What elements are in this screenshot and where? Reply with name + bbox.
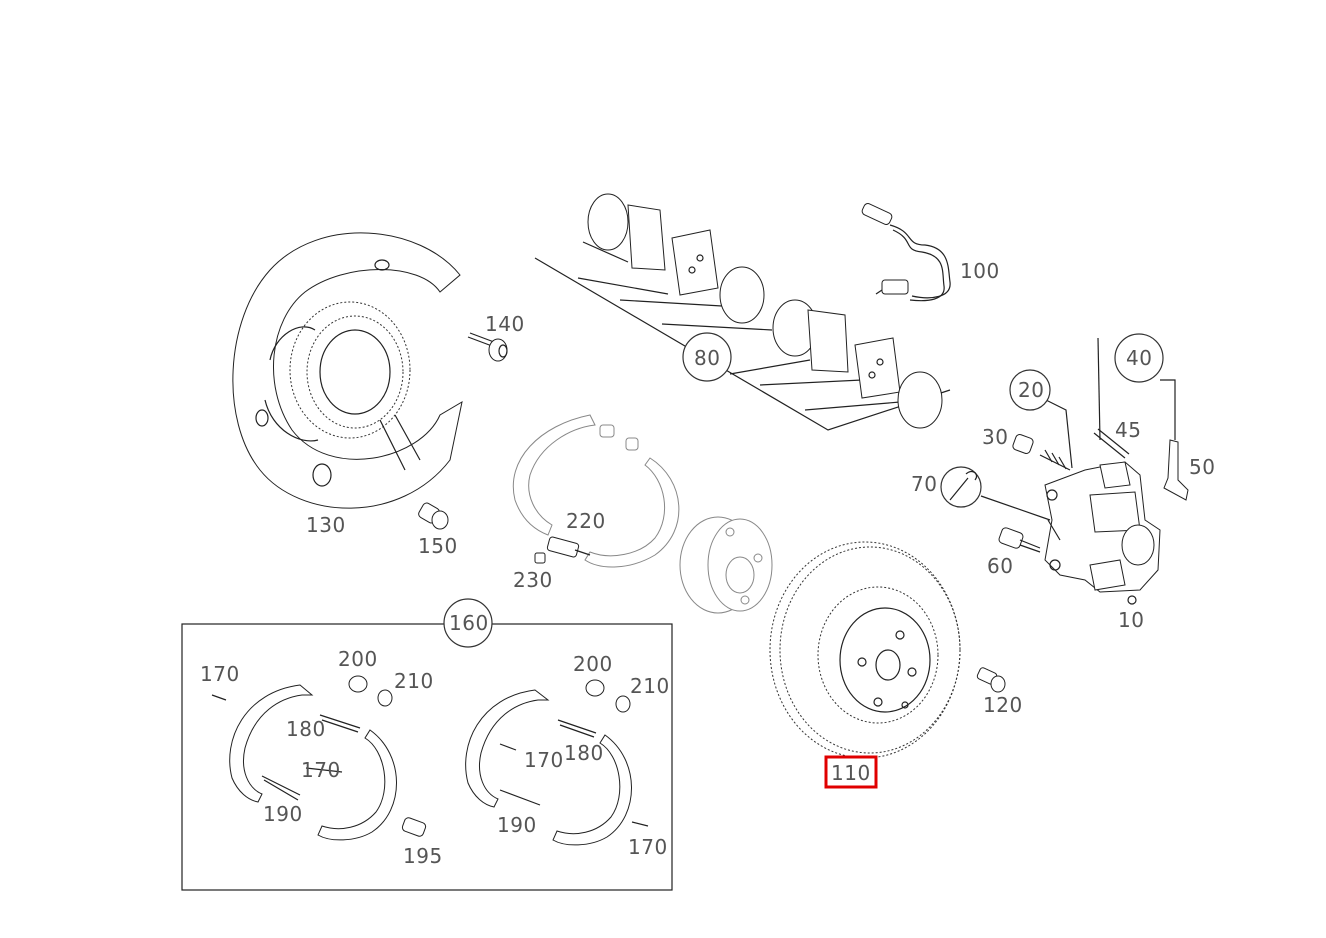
label-200-b[interactable]: 200 bbox=[573, 652, 613, 676]
label-150[interactable]: 150 bbox=[418, 534, 458, 558]
backing-plate-130[interactable] bbox=[232, 232, 463, 509]
part-20[interactable] bbox=[1039, 399, 1073, 471]
label-220[interactable]: 220 bbox=[566, 509, 606, 533]
part-230[interactable] bbox=[534, 552, 546, 564]
label-190-a[interactable]: 190 bbox=[263, 802, 303, 826]
label-170-a[interactable]: 170 bbox=[200, 662, 240, 686]
label-210-a[interactable]: 210 bbox=[394, 669, 434, 693]
label-20[interactable]: 20 bbox=[1018, 378, 1044, 402]
label-140[interactable]: 140 bbox=[485, 312, 525, 336]
brake-caliper-10[interactable] bbox=[1044, 461, 1161, 605]
callout-bubble-40 bbox=[1114, 333, 1164, 383]
label-100[interactable]: 100 bbox=[960, 259, 1000, 283]
label-170-c[interactable]: 170 bbox=[524, 748, 564, 772]
part-30[interactable] bbox=[1012, 433, 1034, 454]
label-110[interactable]: 110 bbox=[831, 761, 871, 785]
label-200-a[interactable]: 200 bbox=[338, 647, 378, 671]
label-130[interactable]: 130 bbox=[306, 513, 346, 537]
bolt-60[interactable] bbox=[998, 527, 1041, 553]
label-195[interactable]: 195 bbox=[403, 844, 443, 868]
label-80[interactable]: 80 bbox=[694, 346, 720, 370]
callout-bubble-160 bbox=[443, 598, 493, 648]
callout-bubble-20 bbox=[1009, 369, 1051, 411]
label-40[interactable]: 40 bbox=[1126, 346, 1152, 370]
bolt-150[interactable] bbox=[417, 502, 449, 530]
bolt-140[interactable] bbox=[467, 332, 508, 362]
label-170-b[interactable]: 170 bbox=[301, 758, 341, 782]
label-70[interactable]: 70 bbox=[911, 472, 937, 496]
parking-shoe-220[interactable] bbox=[512, 414, 680, 568]
label-120[interactable]: 120 bbox=[983, 693, 1023, 717]
brake-disc-110[interactable] bbox=[769, 541, 961, 759]
wear-sensor-100[interactable] bbox=[861, 202, 951, 302]
label-60[interactable]: 60 bbox=[987, 554, 1013, 578]
part-50[interactable] bbox=[1160, 379, 1189, 501]
label-190-b[interactable]: 190 bbox=[497, 813, 537, 837]
label-210-b[interactable]: 210 bbox=[630, 674, 670, 698]
label-160[interactable]: 160 bbox=[449, 611, 489, 635]
label-50[interactable]: 50 bbox=[1189, 455, 1215, 479]
label-10[interactable]: 10 bbox=[1118, 608, 1144, 632]
brake-pads-80[interactable] bbox=[534, 193, 951, 431]
screw-120[interactable] bbox=[976, 667, 1006, 693]
wrench-callout-70[interactable] bbox=[940, 466, 1051, 521]
highlight-box-110 bbox=[824, 755, 878, 789]
label-180-a[interactable]: 180 bbox=[286, 717, 326, 741]
label-170-d[interactable]: 170 bbox=[628, 835, 668, 859]
wheel-hub bbox=[679, 516, 773, 614]
label-30[interactable]: 30 bbox=[982, 425, 1008, 449]
label-180-b[interactable]: 180 bbox=[564, 741, 604, 765]
part-45[interactable] bbox=[1093, 337, 1130, 459]
parking-brake-kit-160[interactable] bbox=[181, 623, 673, 891]
label-45[interactable]: 45 bbox=[1115, 418, 1141, 442]
callout-bubble-80 bbox=[682, 332, 732, 382]
label-230[interactable]: 230 bbox=[513, 568, 553, 592]
